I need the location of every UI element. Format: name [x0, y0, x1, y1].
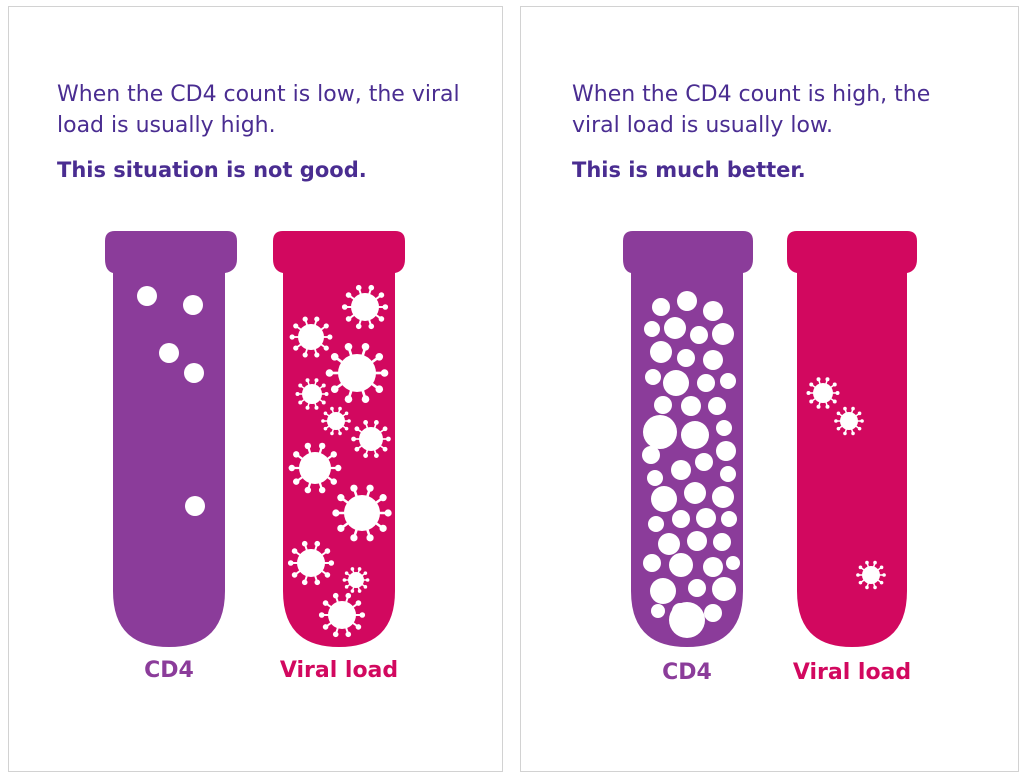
viral-load-label: Viral load	[793, 660, 911, 685]
cd4-cell	[697, 374, 715, 392]
cd4-cell	[716, 420, 732, 436]
cd4-cell	[184, 363, 204, 383]
panel-emphasis: This situation is not good.	[57, 158, 367, 182]
cd4-cell	[648, 516, 664, 532]
cd4-cell	[650, 341, 672, 363]
cd4-cell	[712, 323, 734, 345]
cd4-cell	[726, 556, 740, 570]
cd4-cell	[713, 533, 731, 551]
cd4-cell	[720, 466, 736, 482]
cd4-cell	[671, 460, 691, 480]
cd4-cell	[651, 486, 677, 512]
cd4-cell	[684, 482, 706, 504]
virus-particles	[806, 377, 886, 590]
virus-particles	[287, 284, 392, 638]
cd4-cell	[681, 421, 709, 449]
cd4-cell	[159, 343, 179, 363]
virus-particle	[295, 378, 329, 410]
cd4-cell	[643, 554, 661, 572]
cd4-cells	[137, 286, 205, 516]
virus-particle	[351, 420, 391, 458]
cd4-cell	[716, 441, 736, 461]
cd4-cell	[654, 396, 672, 414]
cd4-cell	[696, 508, 716, 528]
panel-description: When the CD4 count is high, the viral lo…	[572, 82, 931, 138]
cd4-cell	[690, 326, 708, 344]
tubes-illustration-low: CD4 Viral load	[105, 231, 405, 683]
virus-particle	[834, 406, 864, 436]
cd4-cell	[663, 370, 689, 396]
cd4-cell	[183, 295, 203, 315]
virus-particle	[288, 442, 342, 494]
cd4-cell	[681, 396, 701, 416]
cd4-cell	[652, 298, 670, 316]
cd4-cell	[712, 486, 734, 508]
virus-particle	[342, 567, 370, 593]
virus-particle	[289, 316, 333, 358]
cd4-cell	[677, 291, 697, 311]
panel-low-cd4: When the CD4 count is low, the viral loa…	[8, 6, 503, 772]
virus-particle	[856, 560, 886, 590]
virus-particle	[318, 592, 366, 638]
cd4-cell	[645, 369, 661, 385]
cd4-cell	[647, 470, 663, 486]
cd4-tube: CD4	[105, 231, 237, 683]
cd4-cell	[721, 511, 737, 527]
cd4-cell	[651, 604, 665, 618]
cd4-cell	[708, 397, 726, 415]
virus-particle	[806, 377, 840, 409]
cd4-cell	[703, 557, 723, 577]
cd4-cell	[688, 579, 706, 597]
cd4-cell	[712, 577, 736, 601]
cd4-cell	[644, 321, 660, 337]
cd4-cell	[669, 553, 693, 577]
viral-load-tube: Viral load	[787, 231, 917, 685]
cd4-cell	[703, 350, 723, 370]
panel-emphasis: This is much better.	[572, 158, 806, 182]
cd4-cell	[687, 531, 707, 551]
cd4-label: CD4	[662, 660, 712, 685]
cd4-cell	[704, 604, 722, 622]
virus-particle	[325, 342, 389, 404]
panel-high-cd4: When the CD4 count is high, the viral lo…	[520, 6, 1019, 772]
virus-particle	[341, 284, 389, 330]
cd4-tube: CD4	[623, 231, 753, 685]
viral-load-label: Viral load	[280, 658, 398, 683]
cd4-cell	[695, 453, 713, 471]
tubes-illustration-high: CD4 Viral load	[623, 231, 917, 685]
cd4-cell	[669, 602, 705, 638]
cd4-cell	[720, 373, 736, 389]
viral-load-tube: Viral load	[273, 231, 405, 683]
cd4-cell	[643, 415, 677, 449]
cd4-cell	[137, 286, 157, 306]
virus-particle	[321, 406, 351, 436]
virus-particle	[287, 540, 335, 586]
cd4-cell	[658, 533, 680, 555]
virus-particle	[332, 484, 392, 542]
cd4-cell	[672, 510, 690, 528]
panel-description: When the CD4 count is low, the viral loa…	[57, 82, 460, 138]
cd4-cell	[185, 496, 205, 516]
cd4-label: CD4	[144, 658, 194, 683]
cd4-cell	[677, 349, 695, 367]
cd4-cell	[650, 578, 676, 604]
cd4-cells	[642, 291, 740, 638]
cd4-cell	[664, 317, 686, 339]
cd4-cell	[703, 301, 723, 321]
cd4-cell	[642, 446, 660, 464]
